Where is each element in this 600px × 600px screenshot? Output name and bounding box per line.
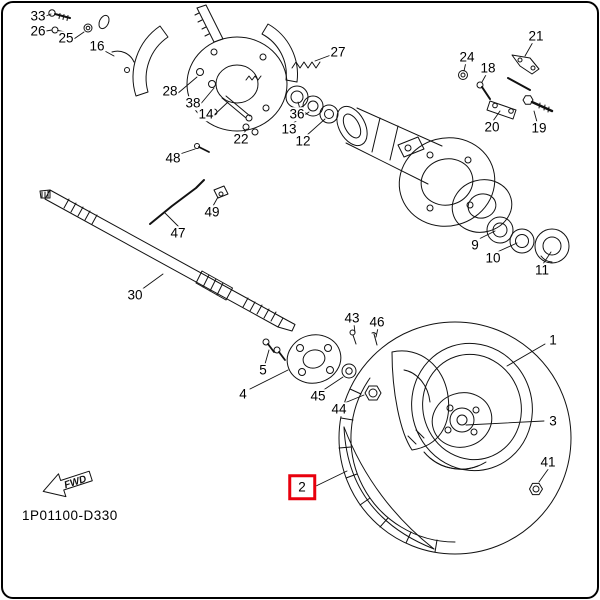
callout-2[interactable]: 2	[288, 474, 316, 500]
callout-16[interactable]: 16	[88, 38, 106, 54]
callout-28[interactable]: 28	[161, 83, 179, 99]
callout-12[interactable]: 12	[294, 133, 312, 149]
callout-11[interactable]: 11	[533, 262, 551, 278]
callout-10[interactable]: 10	[484, 250, 502, 266]
callout-43[interactable]: 43	[343, 310, 361, 326]
wheel-hub	[262, 329, 382, 401]
fasteners-top-right	[458, 54, 554, 120]
callout-47[interactable]: 47	[169, 225, 187, 241]
callout-1[interactable]: 1	[548, 332, 558, 348]
fastener-41	[529, 482, 543, 496]
callout-5[interactable]: 5	[258, 362, 268, 378]
diagram-code: 1P01100-D330	[22, 508, 118, 523]
callout-33[interactable]: 33	[29, 8, 47, 24]
callout-14[interactable]: 14	[197, 106, 215, 122]
tire	[338, 321, 572, 555]
axle-shaft	[39, 189, 296, 332]
axle-housing	[336, 105, 513, 233]
callout-20[interactable]: 20	[483, 119, 501, 135]
callout-44[interactable]: 44	[330, 401, 348, 417]
bearings-right	[486, 216, 570, 264]
callout-48[interactable]: 48	[164, 150, 182, 166]
callout-4[interactable]: 4	[238, 386, 248, 402]
callout-36[interactable]: 36	[288, 106, 306, 122]
callout-46[interactable]: 46	[368, 314, 386, 330]
callout-19[interactable]: 19	[530, 120, 548, 136]
callout-21[interactable]: 21	[527, 28, 545, 44]
callout-27[interactable]: 27	[329, 44, 347, 60]
callout-26[interactable]: 26	[29, 23, 47, 39]
callout-24[interactable]: 24	[458, 49, 476, 65]
callout-49[interactable]: 49	[203, 204, 221, 220]
callout-18[interactable]: 18	[479, 60, 497, 76]
brake-assembly	[132, 4, 339, 136]
linkage-rod	[149, 143, 229, 225]
callout-3[interactable]: 3	[548, 413, 558, 429]
callout-13[interactable]: 13	[280, 121, 298, 137]
callout-45[interactable]: 45	[309, 388, 327, 404]
callout-30[interactable]: 30	[126, 287, 144, 303]
callout-41[interactable]: 41	[539, 454, 557, 470]
callout-25[interactable]: 25	[57, 30, 75, 46]
callout-9[interactable]: 9	[470, 237, 480, 253]
callout-38[interactable]: 38	[184, 95, 202, 111]
callout-22[interactable]: 22	[232, 131, 250, 147]
